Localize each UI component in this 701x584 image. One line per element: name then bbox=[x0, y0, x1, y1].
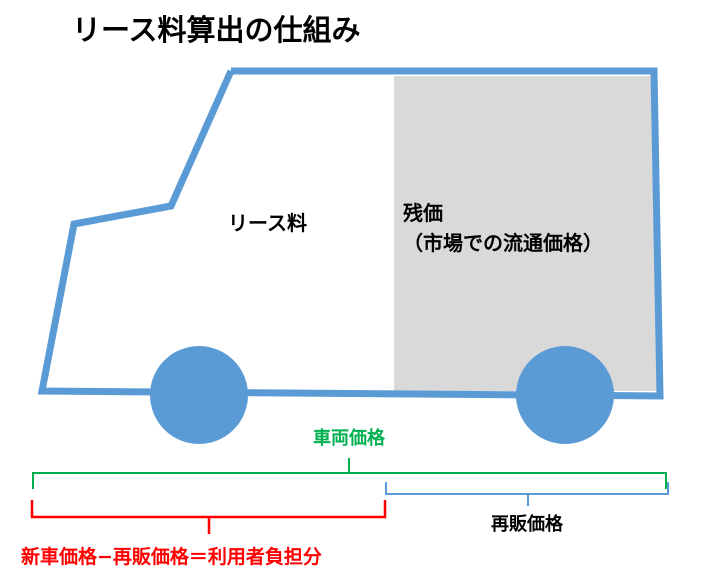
user-burden-label: 新車価格−再販価格＝利用者負担分 bbox=[21, 545, 322, 568]
front-wheel bbox=[150, 346, 248, 444]
vehicle-price-brace bbox=[32, 458, 667, 489]
residual-value-area bbox=[394, 76, 657, 391]
page-title: リース料算出の仕組み bbox=[72, 13, 361, 47]
rear-wheel bbox=[516, 346, 614, 444]
residual-value-note: （市場での流通価格） bbox=[403, 231, 603, 255]
vehicle-body-outline bbox=[37, 67, 664, 400]
user-burden-brace bbox=[30, 500, 387, 534]
resale-price-label: 再販価格 bbox=[491, 513, 564, 535]
residual-value-label: 残価 bbox=[403, 201, 443, 225]
vehicle-price-label: 車両価格 bbox=[313, 427, 386, 449]
lease-fee-label: リース料 bbox=[228, 211, 307, 235]
resale-price-brace bbox=[385, 482, 669, 506]
